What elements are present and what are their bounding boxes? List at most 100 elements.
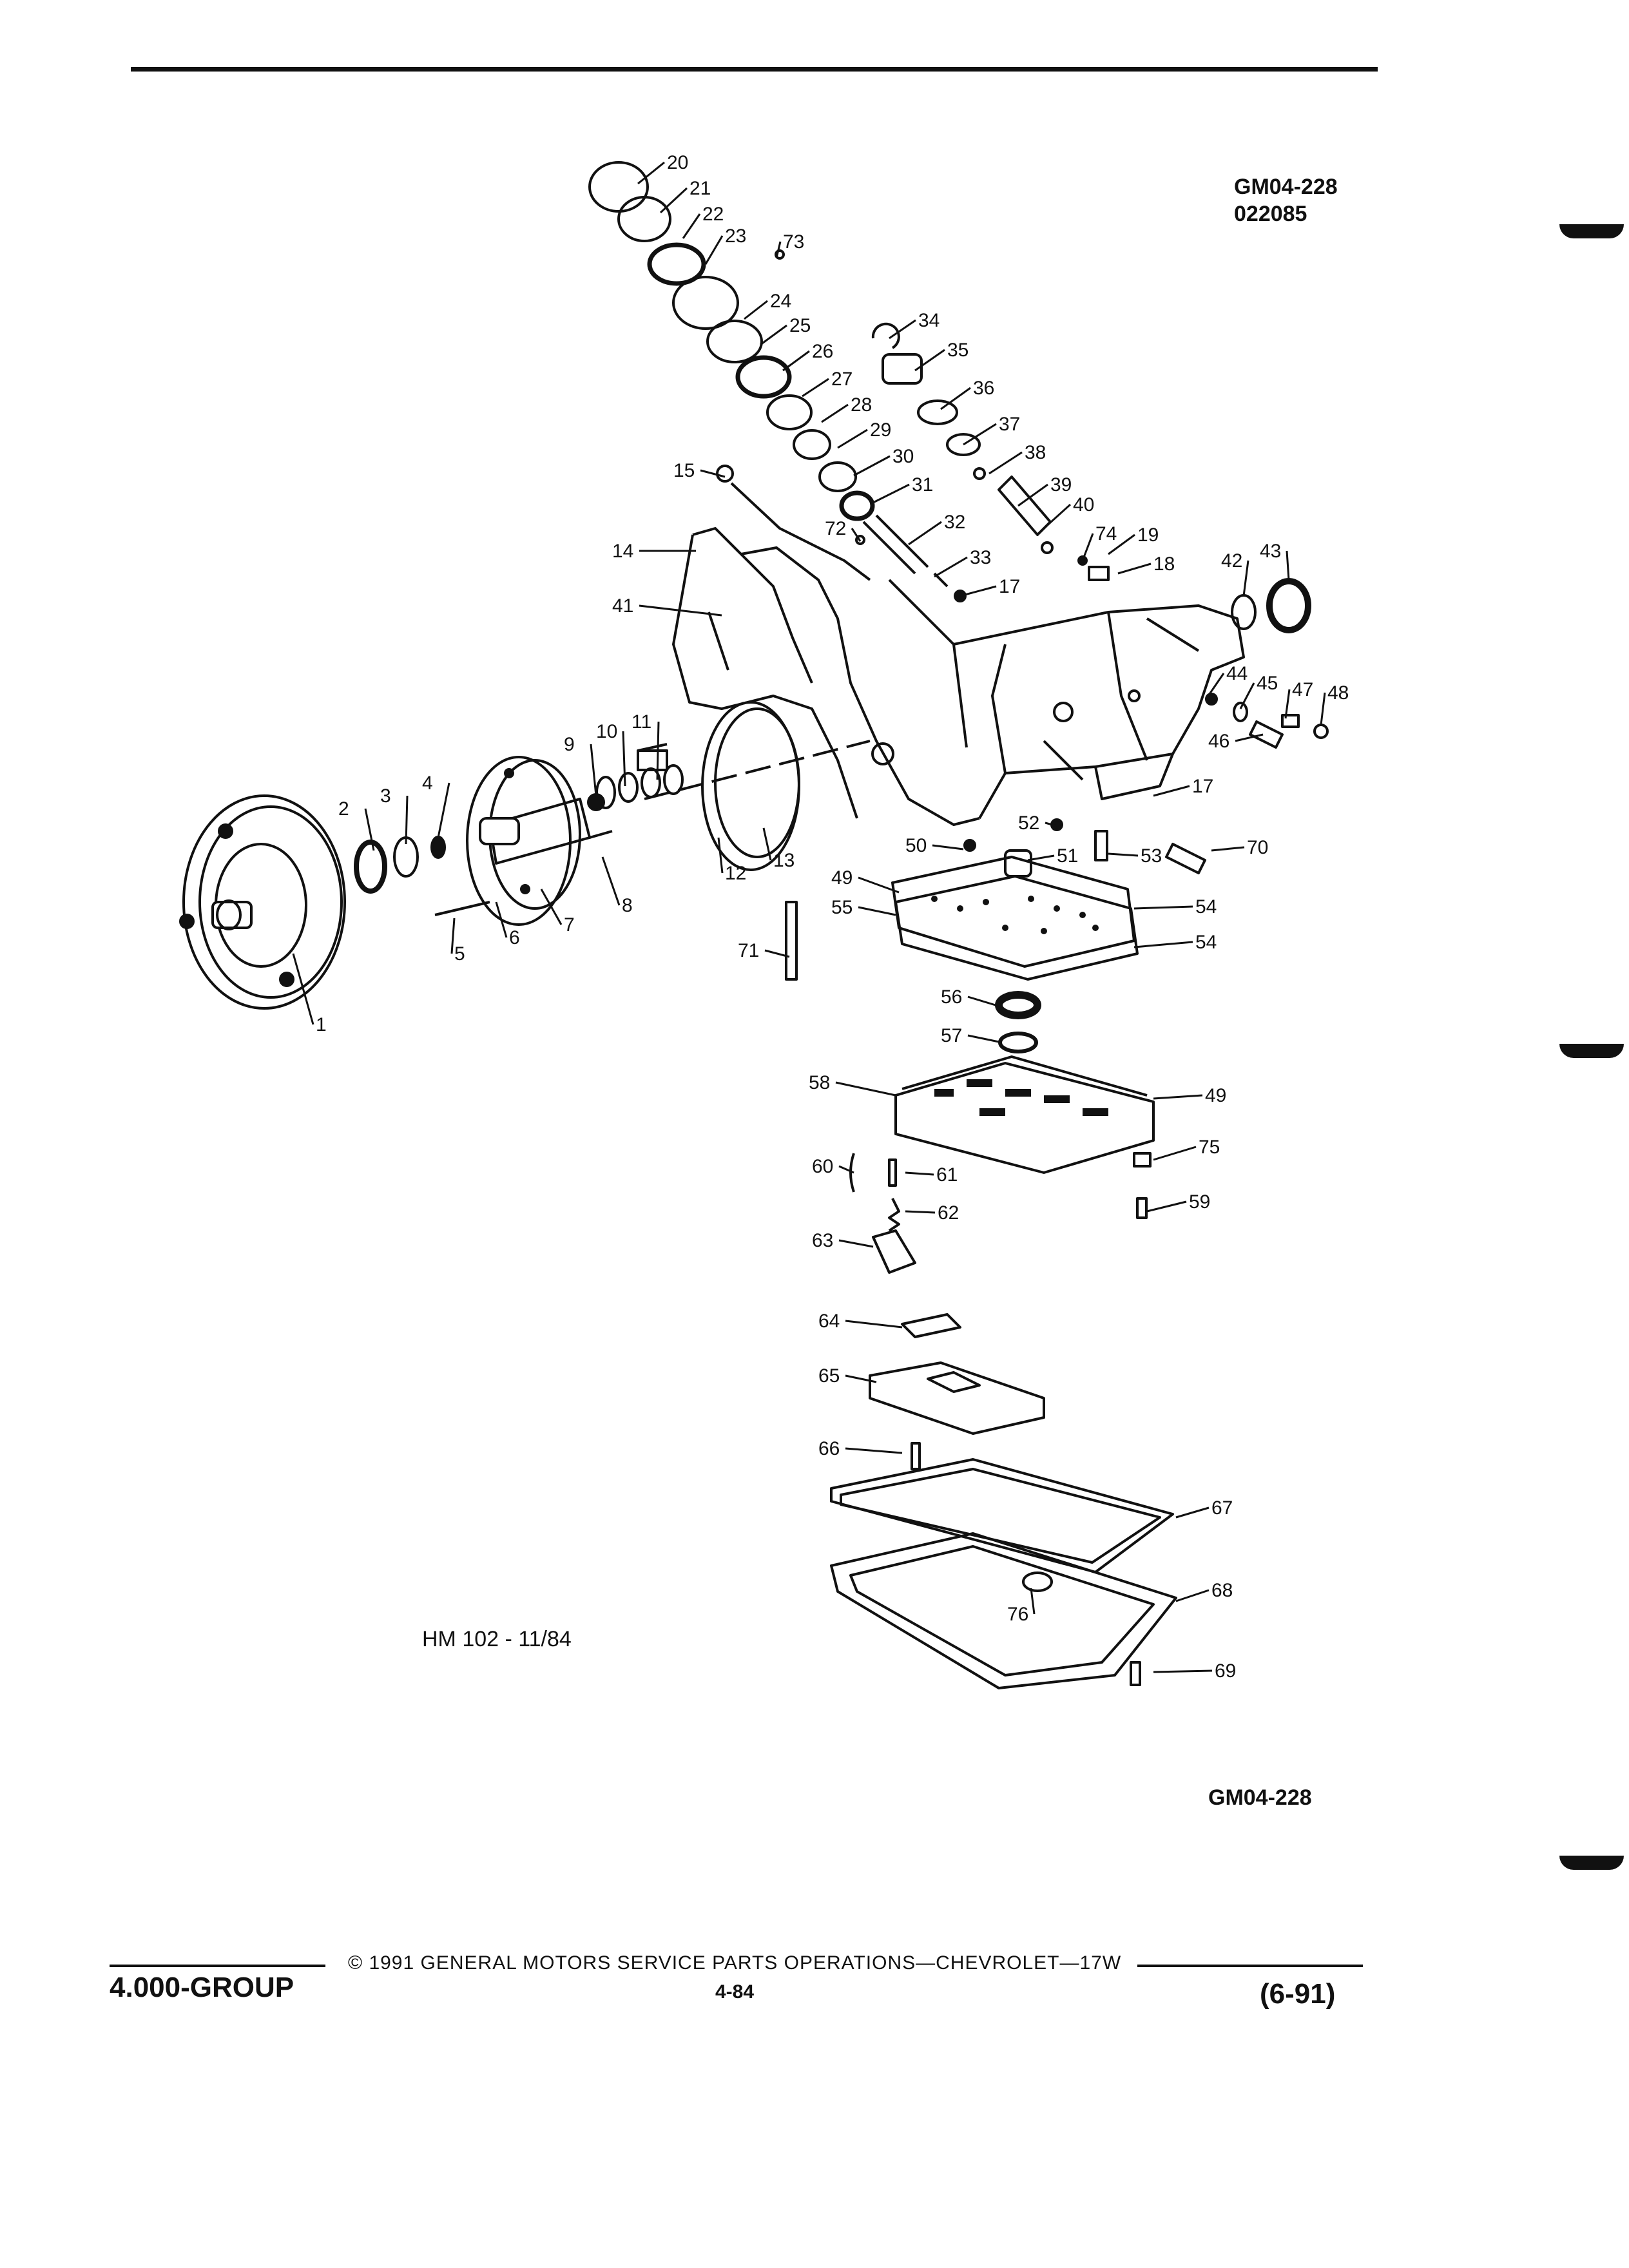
callout-leader-45 xyxy=(1239,682,1255,709)
callout-number-24: 24 xyxy=(770,291,791,312)
diagram-date-code: 022085 xyxy=(1234,202,1307,226)
footer-copyright: © 1991 GENERAL MOTORS SERVICE PARTS OPER… xyxy=(348,1952,1122,1974)
callout-leader-48 xyxy=(1320,692,1326,726)
footer-page-number: 4-84 xyxy=(715,1981,755,2003)
callout-number-21: 21 xyxy=(689,178,711,199)
callout-leader-67 xyxy=(1175,1506,1210,1519)
callout-number-36: 36 xyxy=(973,378,994,399)
callout-leader-49 xyxy=(858,876,900,894)
callout-number-71: 71 xyxy=(738,940,759,961)
callout-number-26: 26 xyxy=(812,341,833,362)
callout-number-55: 55 xyxy=(831,897,853,918)
callout-number-47: 47 xyxy=(1292,679,1313,700)
callout-number-72: 72 xyxy=(825,518,846,539)
callout-number-37: 37 xyxy=(999,414,1020,435)
callout-leader-54 xyxy=(1133,905,1193,910)
callout-leader-66 xyxy=(845,1447,903,1454)
callout-leader-15 xyxy=(700,469,726,478)
callout-number-43: 43 xyxy=(1260,541,1281,562)
binder-mark-2 xyxy=(1559,1044,1624,1058)
callout-number-73: 73 xyxy=(783,231,804,253)
callout-leader-1 xyxy=(292,953,314,1025)
callout-number-17: 17 xyxy=(1192,776,1213,797)
callout-leader-41 xyxy=(639,604,722,617)
callout-leader-25 xyxy=(760,324,787,346)
callout-leader-40 xyxy=(1043,503,1072,530)
callout-leader-21 xyxy=(659,187,688,214)
callout-number-75: 75 xyxy=(1199,1137,1220,1158)
callout-number-61: 61 xyxy=(936,1164,958,1186)
footer-rule-right xyxy=(1137,1965,1363,1967)
callout-leader-10 xyxy=(622,731,626,787)
callout-number-57: 57 xyxy=(941,1025,962,1046)
callout-leader-27 xyxy=(802,378,829,398)
callout-number-8: 8 xyxy=(622,895,633,916)
callout-leader-60 xyxy=(838,1165,854,1174)
callout-number-64: 64 xyxy=(818,1311,840,1332)
callout-number-52: 52 xyxy=(1018,812,1039,834)
callout-number-38: 38 xyxy=(1025,442,1046,463)
callout-number-17: 17 xyxy=(999,576,1020,597)
callout-leader-26 xyxy=(782,350,810,372)
callout-leader-5 xyxy=(450,918,456,954)
callout-leader-69 xyxy=(1153,1669,1213,1673)
callout-number-49: 49 xyxy=(831,867,853,889)
torque-converter xyxy=(179,794,346,1010)
callout-leader-50 xyxy=(932,844,964,850)
callout-leader-46 xyxy=(1235,733,1264,742)
binder-mark-1 xyxy=(1559,224,1624,238)
callout-number-58: 58 xyxy=(809,1072,830,1093)
callout-number-25: 25 xyxy=(789,315,811,336)
callout-leader-36 xyxy=(940,387,971,410)
callout-number-18: 18 xyxy=(1153,553,1175,575)
binder-mark-3 xyxy=(1559,1856,1624,1870)
callout-number-35: 35 xyxy=(947,340,969,361)
callout-number-46: 46 xyxy=(1208,731,1229,752)
callout-number-33: 33 xyxy=(970,547,991,568)
callout-leader-59 xyxy=(1146,1200,1187,1213)
callout-leader-11 xyxy=(656,721,660,780)
callout-leader-32 xyxy=(908,521,942,546)
callout-leader-30 xyxy=(853,455,891,477)
callout-leader-65 xyxy=(845,1374,877,1383)
callout-leader-43 xyxy=(1286,550,1290,581)
callout-leader-3 xyxy=(405,795,409,845)
callout-leader-44 xyxy=(1207,673,1225,697)
callout-number-5: 5 xyxy=(454,943,465,965)
callout-leader-33 xyxy=(934,556,968,578)
callout-leader-52 xyxy=(1045,822,1057,827)
callout-leader-63 xyxy=(838,1239,874,1248)
callout-number-51: 51 xyxy=(1057,845,1078,867)
callout-leader-54 xyxy=(1133,941,1193,948)
callout-leader-61 xyxy=(905,1171,934,1176)
callout-leader-62 xyxy=(905,1210,936,1214)
callout-number-45: 45 xyxy=(1257,673,1278,694)
callout-leader-7 xyxy=(540,889,563,925)
callout-number-10: 10 xyxy=(596,721,617,742)
callout-number-23: 23 xyxy=(725,226,746,247)
callout-leader-47 xyxy=(1284,689,1291,719)
callout-leader-58 xyxy=(835,1081,896,1097)
callout-leader-56 xyxy=(967,995,996,1006)
callout-number-63: 63 xyxy=(812,1230,833,1251)
callout-leader-22 xyxy=(682,213,701,239)
callout-leader-8 xyxy=(601,856,621,906)
callout-number-49: 49 xyxy=(1205,1085,1226,1106)
callout-leader-55 xyxy=(858,906,896,916)
callout-number-4: 4 xyxy=(422,773,433,794)
callout-leader-75 xyxy=(1153,1146,1197,1161)
callout-number-66: 66 xyxy=(818,1438,840,1459)
callout-leader-20 xyxy=(637,161,665,185)
callout-number-19: 19 xyxy=(1137,524,1159,546)
callout-leader-24 xyxy=(744,300,768,320)
callout-number-32: 32 xyxy=(944,512,965,533)
diagram-code-bottom: GM04-228 xyxy=(1208,1785,1312,1810)
callout-leader-74 xyxy=(1081,533,1094,561)
callout-leader-28 xyxy=(821,403,849,423)
callout-number-48: 48 xyxy=(1327,682,1349,704)
transmission-case xyxy=(672,527,1245,826)
callout-number-20: 20 xyxy=(667,152,688,173)
callout-number-29: 29 xyxy=(870,419,891,441)
callout-number-59: 59 xyxy=(1189,1191,1210,1213)
callout-leader-34 xyxy=(889,319,916,340)
